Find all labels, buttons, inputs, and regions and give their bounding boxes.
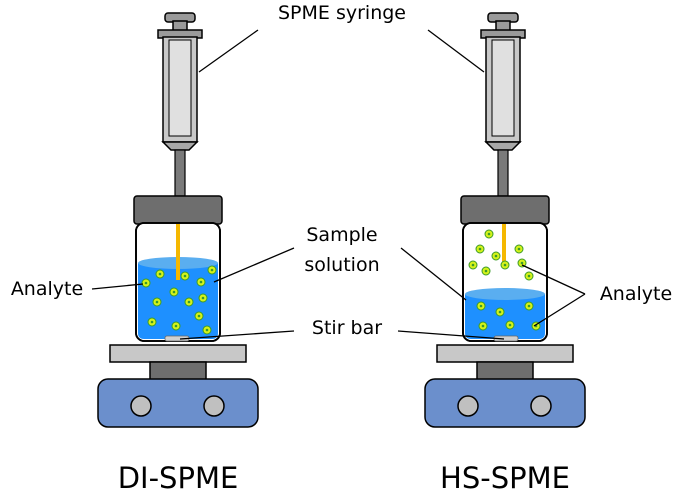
stirrer-left bbox=[97, 344, 259, 428]
label-analyte-left: Analyte bbox=[11, 278, 83, 300]
leader-sample-right bbox=[400, 247, 467, 301]
knob-icon bbox=[130, 395, 152, 417]
leader-stirbar-left bbox=[179, 330, 295, 340]
knob-icon bbox=[530, 395, 552, 417]
leader-lines bbox=[91, 29, 586, 340]
label-spme-syringe: SPME syringe bbox=[278, 2, 406, 24]
stirrer-right bbox=[424, 344, 586, 428]
hs-spme-setup bbox=[424, 12, 586, 428]
leader-syringe-right bbox=[427, 29, 485, 73]
spme-fiber-left bbox=[176, 224, 180, 280]
vial-cap-left bbox=[133, 195, 223, 225]
label-sample: Sample bbox=[306, 224, 377, 246]
label-solution: solution bbox=[304, 254, 379, 276]
spme-syringe-right bbox=[480, 12, 526, 197]
leader-analyte-left bbox=[91, 283, 144, 290]
caption-di-spme: DI-SPME bbox=[118, 461, 239, 495]
label-analyte-right: Analyte bbox=[600, 283, 672, 305]
vial-cap-right bbox=[460, 195, 550, 225]
leader-analyte-right-a bbox=[521, 264, 586, 295]
vial-right bbox=[462, 222, 548, 342]
analyte-particles-left bbox=[141, 265, 217, 335]
knob-icon bbox=[457, 395, 479, 417]
label-stir-bar: Stir bar bbox=[312, 317, 382, 339]
leader-analyte-right-b bbox=[533, 293, 586, 327]
di-spme-setup bbox=[97, 12, 259, 428]
spme-syringe-left bbox=[157, 12, 203, 197]
spme-fiber-right bbox=[502, 224, 506, 268]
analyte-particles-right bbox=[468, 229, 541, 331]
knob-icon bbox=[203, 395, 225, 417]
leader-syringe-left bbox=[198, 29, 259, 73]
leader-stirbar-right bbox=[397, 330, 505, 340]
leader-sample-left bbox=[213, 247, 295, 283]
caption-hs-spme: HS-SPME bbox=[440, 461, 570, 495]
